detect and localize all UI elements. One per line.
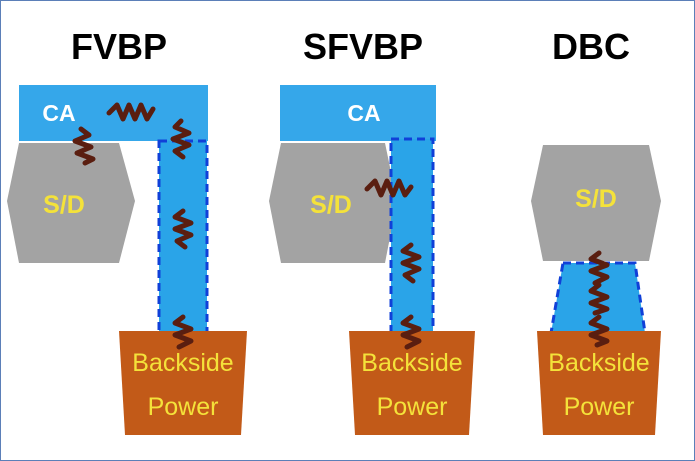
sfvbp-via	[389, 137, 435, 339]
sfvbp-resistor-via-mid	[400, 242, 422, 284]
dbc-power-label: Power	[564, 393, 635, 421]
sfvbp-ca-label: CA	[347, 100, 380, 126]
fvbp-resistor-via-top	[170, 118, 192, 160]
sfvbp-ca-block	[280, 85, 436, 141]
fvbp-resistor-ca-sd	[72, 126, 96, 166]
dbc-resistor-top	[588, 250, 610, 286]
sfvbp-backside-power-block	[349, 331, 475, 435]
fvbp-sd-label: S/D	[43, 191, 85, 219]
dbc-sd-label: S/D	[575, 185, 617, 213]
dbc-resistor-bottom	[588, 314, 610, 348]
fvbp-ca-label: CA	[42, 100, 75, 126]
sfvbp-sd-label: S/D	[310, 191, 352, 219]
sfvbp-power-label: Power	[377, 393, 448, 421]
fvbp-backside-label: Backside	[132, 349, 233, 377]
fvbp-resistor-via-bottom	[172, 314, 194, 350]
title-sfvbp: SFVBP	[303, 26, 423, 67]
dbc-resistor-mid	[588, 282, 610, 316]
dbc-backside-power-block	[537, 331, 661, 435]
fvbp-sd-block	[7, 143, 135, 263]
sfvbp-resistor-via-bottom	[400, 314, 422, 350]
fvbp-power-label: Power	[148, 393, 219, 421]
fvbp-structure: CA S/D Backside Power	[7, 85, 247, 435]
dbc-structure: S/D Backside Power	[531, 145, 661, 435]
fvbp-resistor-via-mid	[172, 208, 194, 250]
sfvbp-backside-label: Backside	[361, 349, 462, 377]
sfvbp-resistor-sd-via	[364, 178, 414, 198]
dbc-backside-label: Backside	[548, 349, 649, 377]
title-dbc: DBC	[552, 26, 630, 67]
fvbp-backside-power-block	[119, 331, 247, 435]
sfvbp-sd-block	[269, 143, 397, 263]
fvbp-ca-block	[19, 85, 208, 141]
dbc-sd-block	[531, 145, 661, 261]
title-fvbp: FVBP	[71, 26, 167, 67]
fvbp-resistor-ca-horizontal	[106, 102, 156, 122]
sfvbp-structure: CA S/D Backside Power	[269, 85, 475, 435]
